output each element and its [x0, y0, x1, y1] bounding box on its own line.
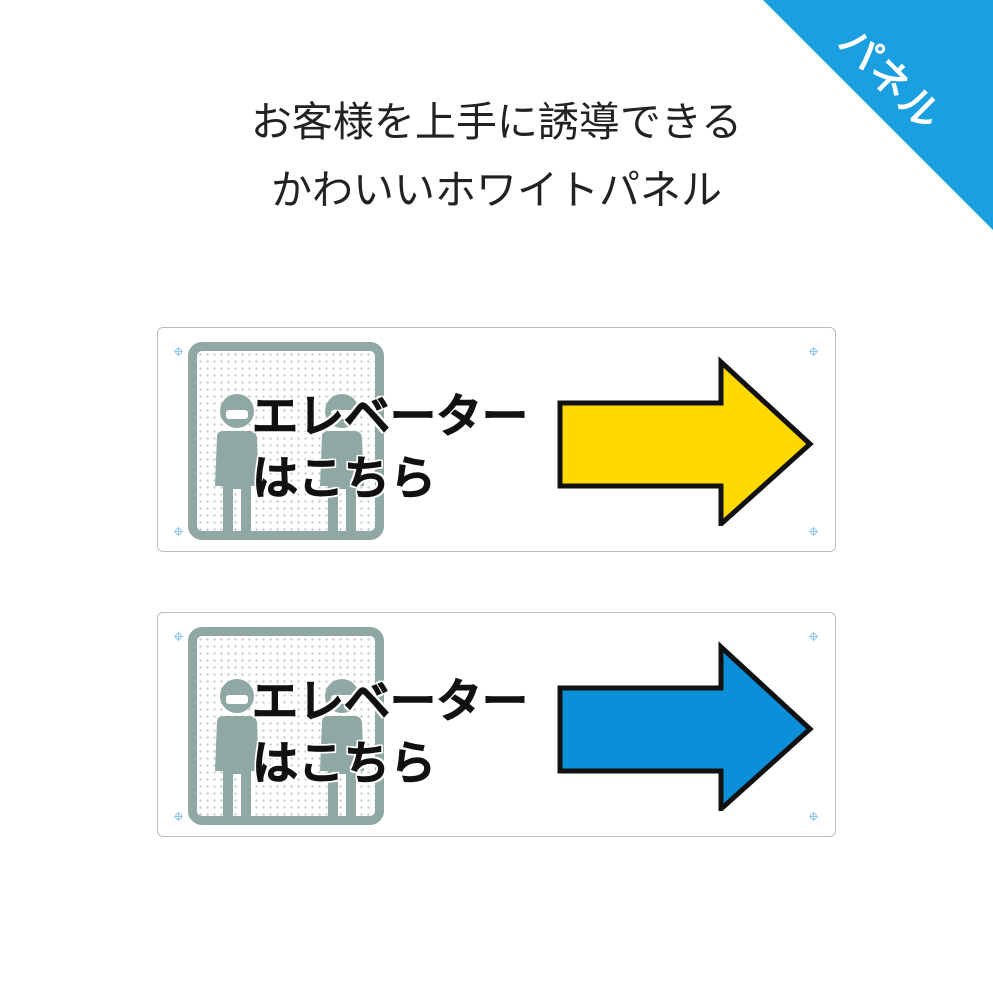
arrow-right-icon [557, 641, 814, 811]
screw-hole-icon [174, 632, 183, 641]
arrow-right-icon [557, 356, 814, 526]
headline-line-2: かわいいホワイトパネル [271, 166, 722, 214]
masked-people-icon [188, 627, 384, 825]
corner-badge: パネル [763, 0, 993, 230]
masked-people-icon [188, 342, 384, 540]
sign-label-line-1: エレベーター [252, 674, 529, 729]
screw-hole-icon [809, 632, 818, 641]
screw-hole-icon [174, 347, 183, 356]
sign-label-line-2: はこちら [252, 736, 437, 791]
sign-label-line-1: エレベーター [252, 389, 529, 444]
screw-hole-icon [809, 812, 818, 821]
headline-line-1: お客様を上手に誘導できる [250, 98, 743, 146]
panel-sign-1: エレベーター はこちら [157, 327, 836, 552]
corner-triangle [763, 0, 993, 230]
panel-sign-2: エレベーター はこちら [157, 612, 836, 837]
screw-hole-icon [174, 527, 183, 536]
sign-label-line-2: はこちら [252, 451, 437, 506]
screw-hole-icon [174, 812, 183, 821]
screw-hole-icon [809, 347, 818, 356]
screw-hole-icon [809, 527, 818, 536]
